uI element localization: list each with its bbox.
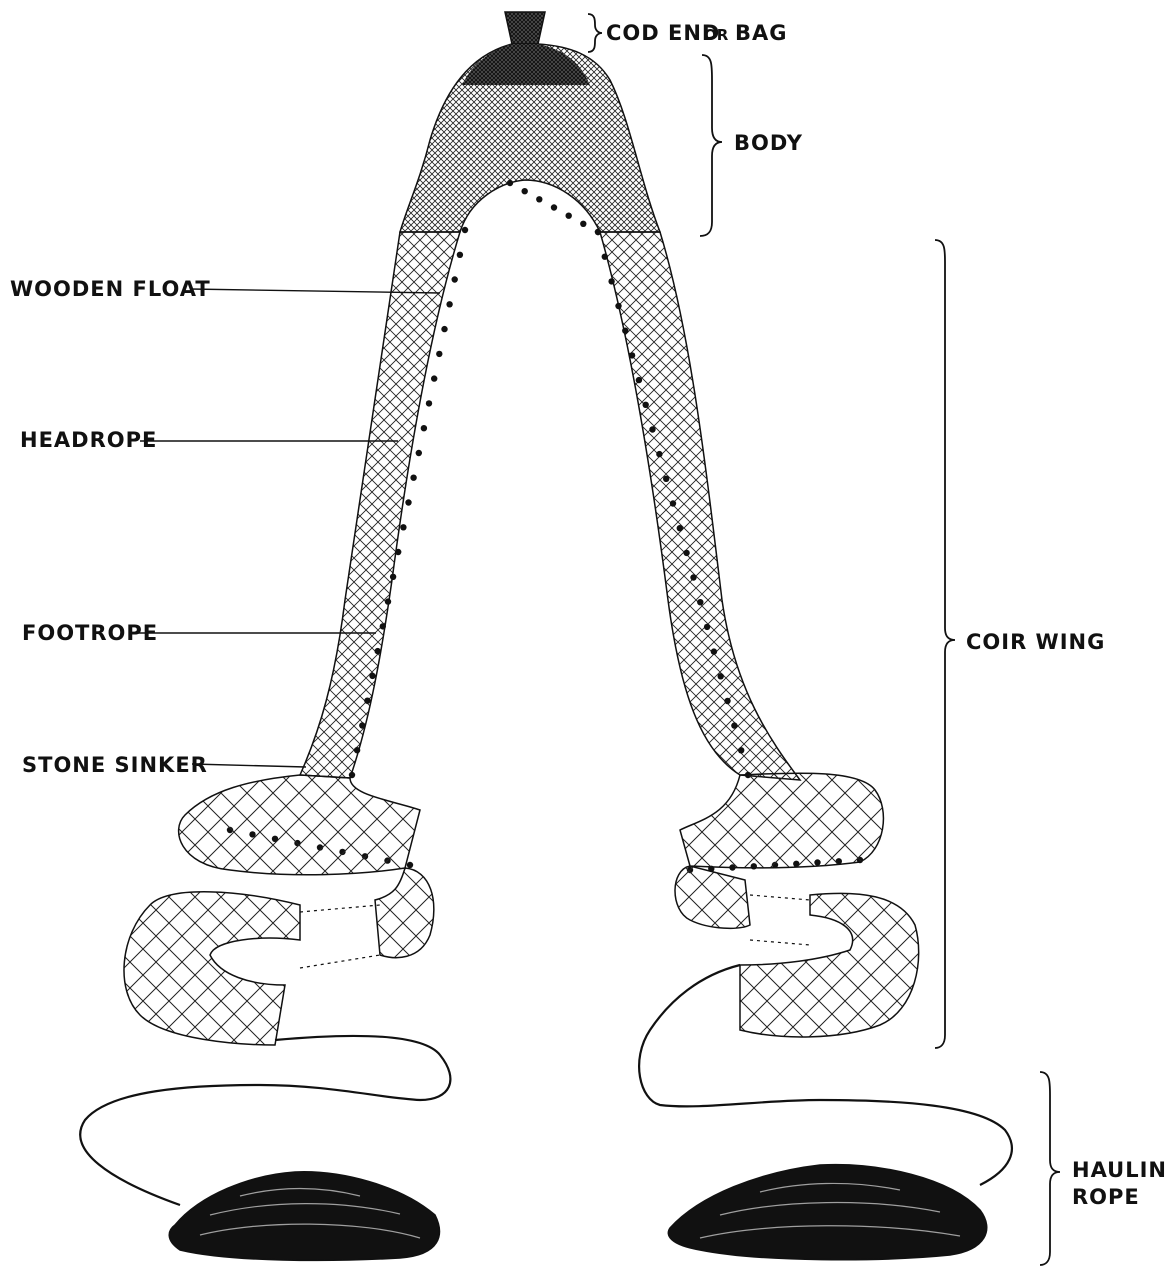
cod-end-or-label: OR (704, 26, 729, 44)
float-dot (731, 722, 737, 728)
float-dot (595, 229, 601, 235)
float-dot (536, 196, 542, 202)
float-dot (629, 352, 635, 358)
float-dot (507, 180, 513, 186)
hauling-label-line1: HAULING (1072, 1158, 1167, 1182)
float-dot (375, 648, 381, 654)
float-dot (683, 550, 689, 556)
float-dot (724, 698, 730, 704)
coir-wing-label: COIR WING (966, 630, 1105, 654)
cod-end-bag-label: BAG (735, 21, 788, 45)
float-dot (400, 524, 406, 530)
float-dot (602, 254, 608, 260)
float-dot (395, 549, 401, 555)
net-body (400, 44, 660, 232)
headrope-label: HEADROPE (20, 428, 157, 452)
float-dot (522, 188, 528, 194)
float-dot (410, 475, 416, 481)
float-dot (656, 451, 662, 457)
float-dot (390, 574, 396, 580)
right-rope-coil (668, 1165, 986, 1260)
float-dot (407, 862, 413, 868)
float-dot (697, 599, 703, 605)
float-dot (551, 204, 557, 210)
body-brace (700, 55, 722, 236)
float-dot (441, 326, 447, 332)
float-dot (649, 426, 655, 432)
float-dot (446, 301, 452, 307)
float-dot (711, 648, 717, 654)
hauling-label-line2: ROPE (1072, 1185, 1140, 1209)
float-dot (580, 221, 586, 227)
float-dot (643, 402, 649, 408)
right-wing-coil (675, 773, 919, 1037)
footrope-label: FOOTROPE (22, 621, 158, 645)
float-dot (690, 574, 696, 580)
float-dot (416, 450, 422, 456)
body-label: BODY (734, 131, 803, 155)
float-dot (369, 673, 375, 679)
float-dot (431, 375, 437, 381)
float-dot (364, 698, 370, 704)
float-dot (663, 476, 669, 482)
float-dot (405, 499, 411, 505)
left-wing (300, 232, 460, 778)
left-rope-coil (169, 1172, 439, 1261)
float-dot (566, 213, 572, 219)
float-dot (426, 400, 432, 406)
right-wing (600, 232, 800, 780)
float-dot (622, 328, 628, 334)
float-dot (636, 377, 642, 383)
float-dot (359, 722, 365, 728)
float-dot (738, 747, 744, 753)
stone-sinker-leader (192, 764, 306, 767)
float-dot (457, 252, 463, 258)
float-dot (421, 425, 427, 431)
float-dot (354, 747, 360, 753)
float-dot (718, 673, 724, 679)
cod-end-brace (588, 14, 602, 52)
float-dot (608, 278, 614, 284)
float-dot (670, 500, 676, 506)
float-dot (380, 623, 386, 629)
cod-end (505, 12, 545, 44)
float-dot (677, 525, 683, 531)
stone-sinker-label: STONE SINKER (22, 753, 208, 777)
float-dot (436, 351, 442, 357)
float-dot (385, 598, 391, 604)
left-wing-coil (124, 775, 434, 1045)
wooden-float-label: WOODEN FLOAT (10, 277, 211, 301)
float-dot (452, 276, 458, 282)
float-dot (704, 624, 710, 630)
coir-wing-brace (935, 240, 955, 1048)
hauling-rope-brace (1040, 1072, 1060, 1265)
float-dot (462, 227, 468, 233)
float-dot (615, 303, 621, 309)
